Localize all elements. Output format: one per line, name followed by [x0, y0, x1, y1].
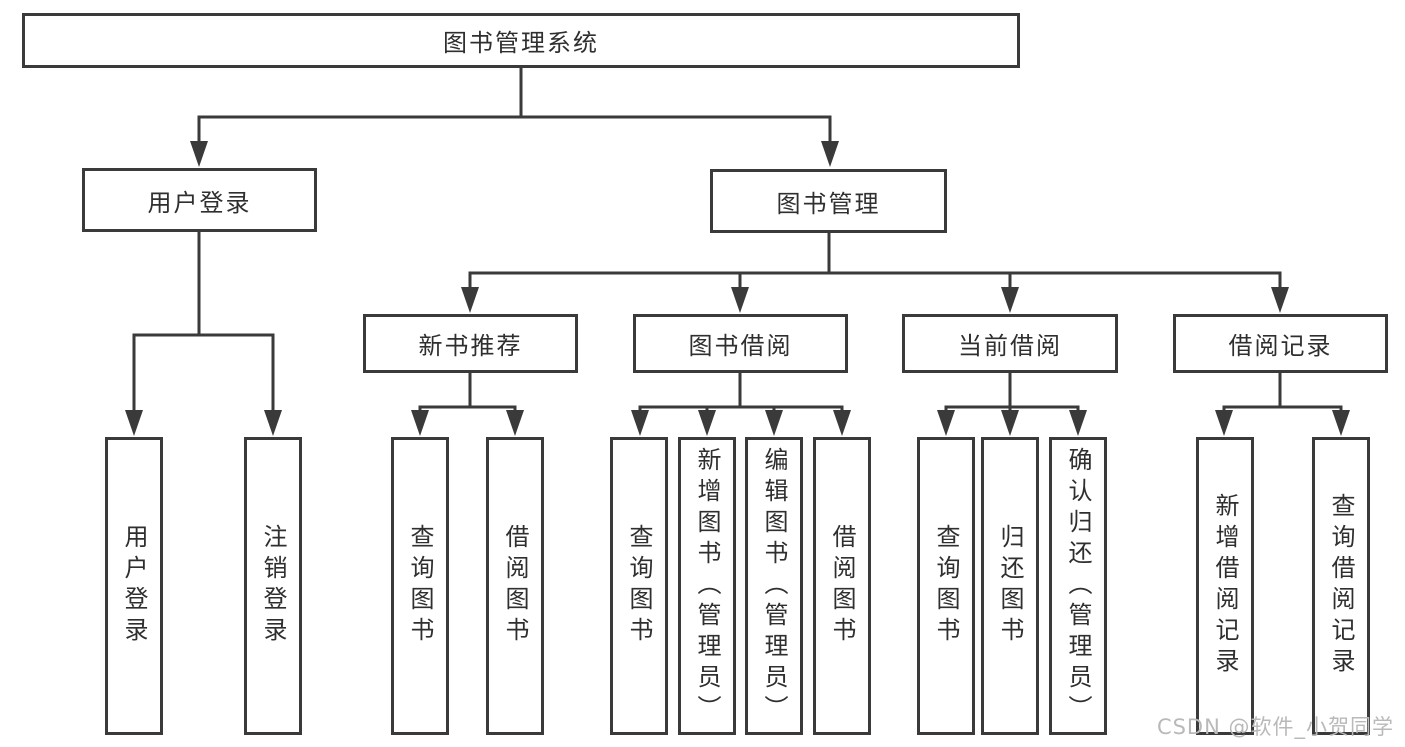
leaf-query-books-recommend: 查询图书: [391, 437, 449, 735]
connector-newrec-to-leaves: [418, 373, 517, 412]
node-label: 借阅图书: [828, 524, 856, 648]
leaf-user-login: 用户登录: [105, 437, 163, 735]
arrowhead-icon: [1001, 287, 1019, 313]
arrowhead-icon: [190, 141, 208, 167]
leaf-edit-books-admin: 编辑图书（管理员）: [745, 437, 803, 735]
node-label: 查询图书: [932, 524, 960, 648]
node-new-book-recommend: 新书推荐: [363, 314, 578, 373]
node-label: 图书管理: [776, 189, 881, 218]
node-label: 注销登录: [259, 524, 287, 648]
arrowhead-icon: [461, 287, 479, 313]
connector-login-to-leaves: [132, 232, 275, 412]
node-book-borrowing: 图书借阅: [633, 314, 848, 373]
leaf-query-books-borrowing: 查询图书: [610, 437, 668, 735]
connector-mgmt-to-level3: [468, 233, 1282, 289]
arrowhead-icon: [698, 410, 716, 436]
leaf-logout-login: 注销登录: [244, 437, 302, 735]
node-label: 图书管理系统: [443, 29, 599, 57]
arrowhead-icon: [411, 410, 429, 436]
node-label: 用户登录: [120, 524, 148, 648]
node-label: 新增借阅记录: [1211, 493, 1239, 679]
arrowhead-icon: [765, 410, 783, 436]
node-label: 查询图书: [625, 524, 653, 648]
node-root-library-system: 图书管理系统: [22, 13, 1020, 68]
node-current-borrowing: 当前借阅: [902, 314, 1118, 373]
arrowhead-icon: [1001, 410, 1019, 436]
leaf-return-books: 归还图书: [981, 437, 1039, 735]
node-label: 查询借阅记录: [1327, 493, 1355, 679]
leaf-query-borrow-record: 查询借阅记录: [1312, 437, 1370, 735]
node-label: 新书推荐: [418, 332, 523, 360]
node-label: 图书借阅: [688, 332, 793, 360]
arrowhead-icon: [1069, 410, 1087, 436]
arrowhead-icon: [1271, 287, 1289, 313]
node-borrow-records: 借阅记录: [1173, 314, 1388, 373]
leaf-borrow-books-borrowing: 借阅图书: [813, 437, 871, 735]
node-label: 新增图书（管理员）: [693, 446, 721, 726]
arrowhead-icon: [125, 410, 143, 436]
connector-borrow-to-leaves: [638, 373, 844, 412]
leaf-add-borrow-record: 新增借阅记录: [1196, 437, 1254, 735]
arrowhead-icon: [821, 141, 839, 167]
arrowheads: [125, 141, 1350, 436]
arrowhead-icon: [631, 410, 649, 436]
arrowhead-icon: [1332, 410, 1350, 436]
leaf-add-books-admin: 新增图书（管理员）: [678, 437, 736, 735]
connector-record-to-leaves: [1222, 373, 1343, 412]
node-label: 编辑图书（管理员）: [760, 446, 788, 726]
connector-root-to-level2: [197, 68, 832, 143]
arrowhead-icon: [506, 410, 524, 436]
node-label: 查询图书: [406, 524, 434, 648]
connector-paths: [132, 68, 1343, 412]
node-label: 当前借阅: [958, 332, 1062, 360]
node-label: 借阅记录: [1228, 332, 1333, 360]
arrowhead-icon: [1215, 410, 1233, 436]
leaf-query-books-current: 查询图书: [917, 437, 975, 735]
csdn-watermark: CSDN @软件_小贺同学: [1156, 715, 1394, 739]
node-book-management: 图书管理: [710, 169, 947, 233]
arrowhead-icon: [833, 410, 851, 436]
arrowhead-icon: [731, 287, 749, 313]
leaf-borrow-books-recommend: 借阅图书: [486, 437, 544, 735]
node-label: 借阅图书: [501, 524, 529, 648]
node-label: 归还图书: [996, 524, 1024, 648]
node-label: 确认归还（管理员）: [1064, 446, 1092, 726]
connector-curr-to-leaves: [944, 373, 1080, 412]
arrowhead-icon: [937, 410, 955, 436]
node-label: 用户登录: [147, 188, 252, 217]
node-user-login: 用户登录: [82, 168, 317, 232]
leaf-confirm-return-admin: 确认归还（管理员）: [1049, 437, 1107, 735]
arrowhead-icon: [264, 410, 282, 436]
